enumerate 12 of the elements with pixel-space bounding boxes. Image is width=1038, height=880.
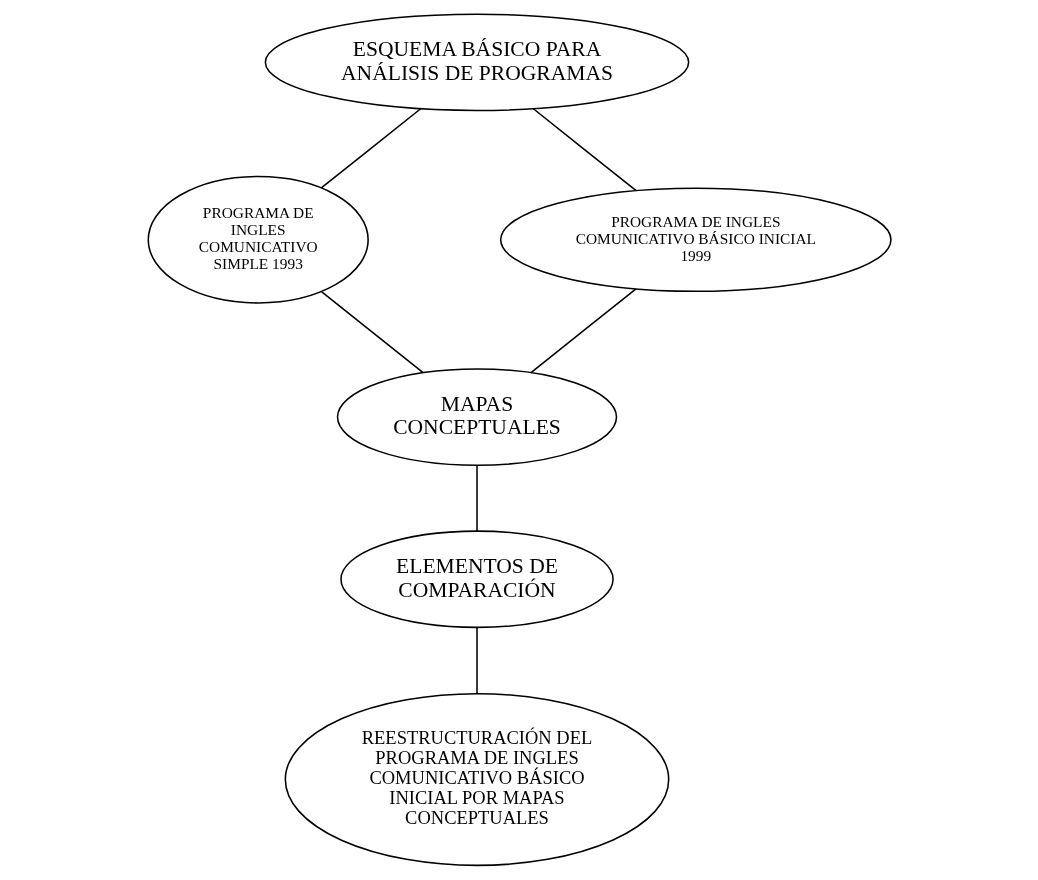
connector <box>475 464 478 532</box>
node-ellipse: ESQUEMA BÁSICO PARA ANÁLISIS DE PROGRAMAS <box>264 13 689 112</box>
node-ellipse: MAPAS CONCEPTUALES <box>336 368 617 466</box>
node-ellipse: REESTRUCTURACIÓN DEL PROGRAMA DE INGLES COMUNICATIVO BÁSICO INICIAL POR MAPAS CONCEPTUALES <box>284 692 669 867</box>
connector <box>320 290 424 374</box>
node-ellipse: PROGRAMA DE INGLES COMUNICATIVO BÁSICO INICIAL 1999 <box>499 187 892 293</box>
connector <box>529 288 637 374</box>
connector <box>475 626 478 695</box>
node-ellipse: PROGRAMA DE INGLES COMUNICATIVO SIMPLE 1993 <box>147 175 369 304</box>
node-ellipse: ELEMENTOS DE COMPARACIÓN <box>339 530 614 629</box>
connector <box>320 108 421 189</box>
connector <box>532 108 637 192</box>
